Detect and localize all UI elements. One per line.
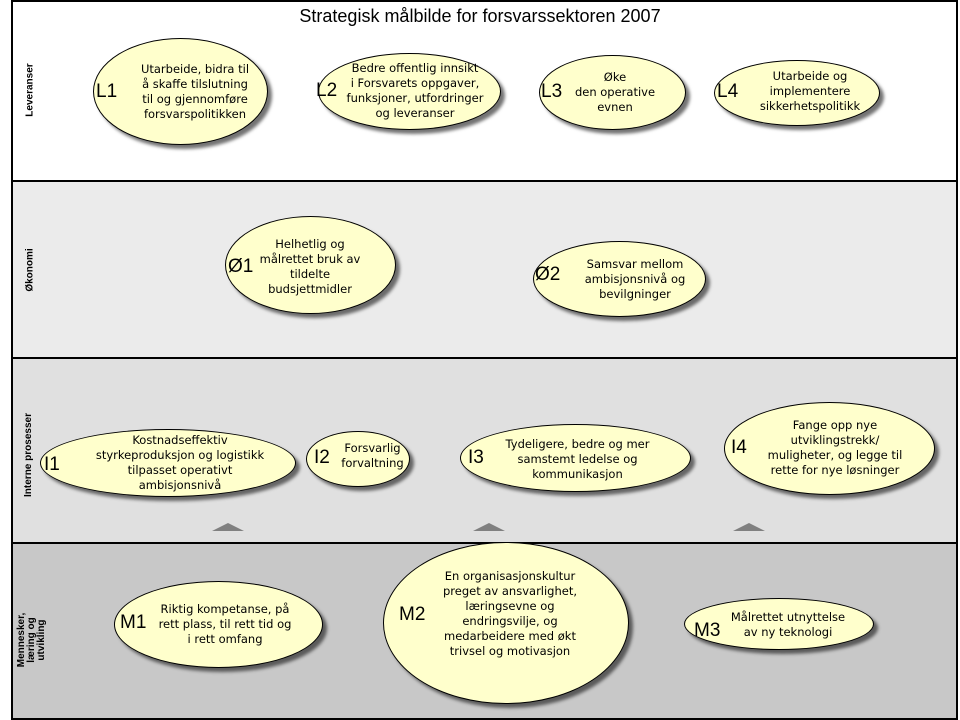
objective-ellipse-l2 — [318, 53, 501, 130]
objective-text-l1: Utarbeide, bidra til å skaffe tilslutnin… — [140, 62, 250, 121]
objective-ellipse-o1 — [225, 216, 396, 314]
objective-code-i1: I1 — [44, 454, 60, 475]
objective-code-l2: L2 — [316, 80, 338, 101]
diagram-frame — [11, 0, 958, 720]
objective-text-i4: Fange opp nye utviklingstrekk/ mulighete… — [767, 418, 903, 477]
arrow-up-icon — [733, 523, 765, 531]
objective-text-m1: Riktig kompetanse, på rett plass, til re… — [158, 602, 292, 646]
objective-code-i3: I3 — [468, 447, 484, 468]
objective-code-o1: Ø1 — [228, 256, 254, 277]
objective-text-o2: Samsvar mellom ambisjonsnivå og bevilgni… — [584, 257, 686, 301]
objective-text-i1: Kostnadseffektiv styrkeproduksjon og log… — [95, 433, 265, 492]
objective-ellipse-m3 — [684, 598, 874, 650]
objective-code-m2: M2 — [399, 604, 426, 625]
objective-text-l4: Utarbeide og implementere sikkerhetspoli… — [759, 69, 861, 113]
objective-text-l3: Øke den operative evnen — [574, 70, 656, 114]
diagram-title: Strategisk målbilde for forsvarssektoren… — [299, 6, 661, 26]
objective-code-m1: M1 — [120, 612, 147, 633]
objective-code-l1: L1 — [96, 81, 118, 102]
objective-ellipse-o2 — [533, 241, 706, 317]
perspective-label-leveranser: Leveranser — [25, 63, 36, 117]
objective-code-i2: I2 — [314, 447, 330, 468]
objective-ellipse-i2 — [306, 431, 410, 487]
objective-code-i4: I4 — [731, 437, 747, 458]
objective-text-l2: Bedre offentlig innsikt i Forsvarets opp… — [346, 61, 484, 120]
objective-ellipse-l4 — [714, 60, 880, 126]
objective-text-i2: Forsvarlig forvaltning — [341, 441, 404, 470]
objective-ellipse-l1 — [93, 38, 268, 145]
objective-text-i3: Tydeligere, bedre og mer samstemt ledels… — [505, 437, 650, 481]
objective-ellipse-l3 — [539, 55, 686, 130]
objective-text-o1: Helhetlig og målrettet bruk av tildelte … — [259, 237, 361, 296]
objective-code-m3: M3 — [694, 620, 721, 641]
perspective-label-mennesker: Mennesker, læring og utvikling — [16, 612, 48, 668]
perspective-label-okonomi: Økonomi — [25, 248, 36, 292]
band-okonomi — [11, 180, 958, 358]
objective-text-m2: En organisasjonskultur preget av ansvarl… — [442, 569, 578, 658]
arrow-up-icon — [212, 523, 244, 531]
objective-ellipse-m2 — [383, 542, 629, 704]
objective-code-o2: Ø2 — [535, 264, 561, 285]
objective-ellipse-i3 — [460, 424, 691, 492]
objective-text-m3: Målrettet utnyttelse av ny teknologi — [730, 610, 846, 639]
objective-ellipse-i4 — [724, 402, 935, 495]
objective-ellipse-m1 — [114, 581, 323, 668]
objective-code-l4: L4 — [717, 81, 739, 102]
arrow-up-icon — [473, 523, 505, 531]
objective-ellipse-i1 — [40, 429, 296, 497]
objective-code-l3: L3 — [541, 81, 563, 102]
